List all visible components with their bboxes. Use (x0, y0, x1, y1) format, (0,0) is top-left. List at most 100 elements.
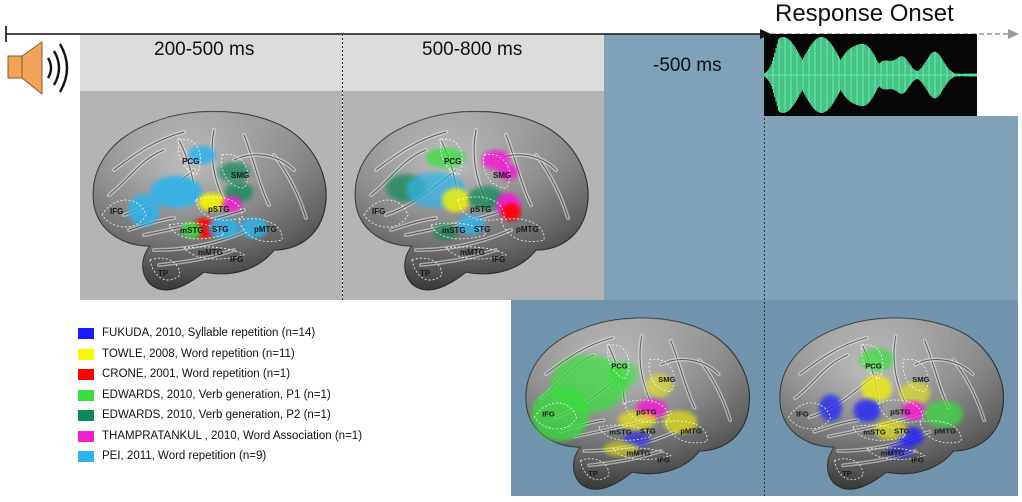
panel-bg-500-800-top (343, 34, 604, 91)
legend-item-fukuda: FUKUDA, 2010, Syllable repetition (n=14) (78, 325, 315, 341)
activation-region (426, 148, 466, 168)
activation-region (188, 146, 216, 164)
activation-region (819, 394, 843, 422)
region-label-pcg: PCG (865, 361, 882, 370)
activation-region (457, 215, 485, 235)
panel-bg-pre-response (604, 34, 764, 300)
region-label-mmtg: mMTG (881, 449, 905, 458)
activation-region (645, 374, 673, 398)
region-label-smg: SMG (912, 375, 929, 384)
activation-region (887, 443, 915, 459)
region-label-tp: TP (588, 469, 598, 478)
panel-label-pre-response: -500 ms (653, 55, 722, 76)
legend-item-pei: PEI, 2011, Word repetition (n=9) (78, 448, 266, 464)
activation-region (482, 150, 510, 170)
region-label-stg: STG (212, 225, 228, 234)
brain-500-800: IFG PCG SMG pSTG mSTG STG pMTG mMTG TP IFG (354, 110, 589, 291)
region-label-smg: SMG (231, 171, 249, 180)
activation-region (617, 410, 657, 430)
legend-swatch (78, 327, 94, 339)
region-label-pstg: pSTG (470, 205, 491, 214)
region-label-tp: TP (420, 269, 431, 278)
arrow-right-gray-icon (1008, 29, 1019, 39)
region-label-smg: SMG (493, 171, 511, 180)
brain-lower-right: IFG PCG SMG pSTG mSTG STG pMTG mMTG TP IFG (779, 317, 1004, 490)
activation-region (607, 360, 639, 388)
activation-region (501, 203, 521, 221)
legend-swatch (78, 348, 94, 360)
region-label-pmtg: pMTG (516, 225, 539, 234)
region-label-ifg: IFG (796, 409, 809, 418)
region-label-ifg: IFG (372, 207, 385, 216)
region-label-ifg: IFG (657, 455, 670, 464)
region-label-stg: STG (640, 427, 656, 436)
activation-region (498, 164, 518, 180)
activation-region (873, 420, 909, 440)
legend-label: FUKUDA, 2010, Syllable repetition (n=14) (102, 327, 316, 339)
region-label-tp: TP (158, 269, 169, 278)
region-label-ifg: IFG (911, 455, 924, 464)
activation-region (182, 222, 202, 238)
activation-region (662, 410, 698, 434)
region-label-pstg: pSTG (636, 407, 656, 416)
activation-region (924, 401, 964, 428)
region-label-pstg: pSTG (208, 205, 229, 214)
activation-region (442, 188, 470, 212)
activation-region (434, 224, 458, 240)
legend-item-towle: TOWLE, 2008, Word repetition (n=11) (78, 346, 295, 362)
region-label-mstg: mSTG (180, 226, 204, 235)
legend-label: EDWARDS, 2010, Verb generation, P1 (n=1) (102, 389, 331, 401)
region-label-pcg: PCG (182, 157, 199, 166)
region-label-pcg: PCG (444, 157, 461, 166)
region-label-stg: STG (474, 225, 490, 234)
region-label-mstg: mSTG (863, 428, 886, 437)
legend-label: EDWARDS, 2010, Verb generation, P2 (n=1) (102, 409, 331, 421)
legend-swatch (78, 368, 94, 380)
region-label-pmtg: pMTG (254, 225, 277, 234)
activation-region (240, 218, 268, 238)
region-label-mstg: mSTG (442, 226, 466, 235)
region-label-mmtg: mMTG (460, 248, 485, 257)
legend-swatch (78, 450, 94, 462)
speech-waveform (764, 34, 977, 116)
legend-item-thampratankul: THAMPRATANKUL , 2010, Word Association (… (78, 428, 362, 444)
response-onset-title: Response Onset (775, 0, 954, 27)
activation-region (150, 176, 202, 208)
region-label-stg: STG (894, 427, 910, 436)
panel-bg-200-500-top (80, 34, 342, 91)
activation-region (603, 441, 639, 457)
panel-label-500-800: 500-800 ms (422, 39, 523, 60)
activation-region (222, 196, 242, 212)
panel-label-200-500: 200-500 ms (154, 39, 255, 60)
region-label-ifg: IFG (542, 409, 555, 418)
activation-region (859, 348, 894, 372)
brain-200-500: IFG PCG SMG pSTG mSTG STG pMTG mMTG TP IFG (92, 110, 327, 291)
activation-region (899, 381, 931, 405)
legend-item-edwards-p2: EDWARDS, 2010, Verb generation, P2 (n=1) (78, 407, 331, 423)
region-label-pmtg: pMTG (934, 427, 956, 436)
region-label-mmtg: mMTG (198, 248, 223, 257)
region-label-pcg: PCG (611, 361, 628, 370)
region-label-pmtg: pMTG (680, 427, 702, 436)
region-label-ifg: IFG (230, 255, 243, 264)
panel-bg-post-response (764, 116, 1018, 300)
legend-swatch (78, 409, 94, 421)
region-label-mmtg: mMTG (627, 449, 651, 458)
region-label-ifg: IFG (110, 207, 123, 216)
activation-region (853, 399, 881, 423)
activation-region (861, 375, 893, 402)
activation-region (208, 218, 240, 238)
region-label-ifg: IFG (492, 255, 505, 264)
legend-item-crone: CRONE, 2001, Word repetition (n=1) (78, 366, 290, 382)
region-label-pstg: pSTG (890, 407, 910, 416)
activation-region (531, 387, 590, 442)
region-label-tp: TP (842, 469, 852, 478)
speaker-icon (7, 41, 69, 96)
activation-region (901, 401, 925, 421)
legend-label: CRONE, 2001, Word repetition (n=1) (102, 368, 291, 380)
region-label-mstg: mSTG (609, 428, 632, 437)
legend-label: PEI, 2011, Word repetition (n=9) (102, 450, 267, 462)
legend-label: THAMPRATANKUL , 2010, Word Association (… (102, 430, 363, 442)
legend-swatch (78, 430, 94, 442)
